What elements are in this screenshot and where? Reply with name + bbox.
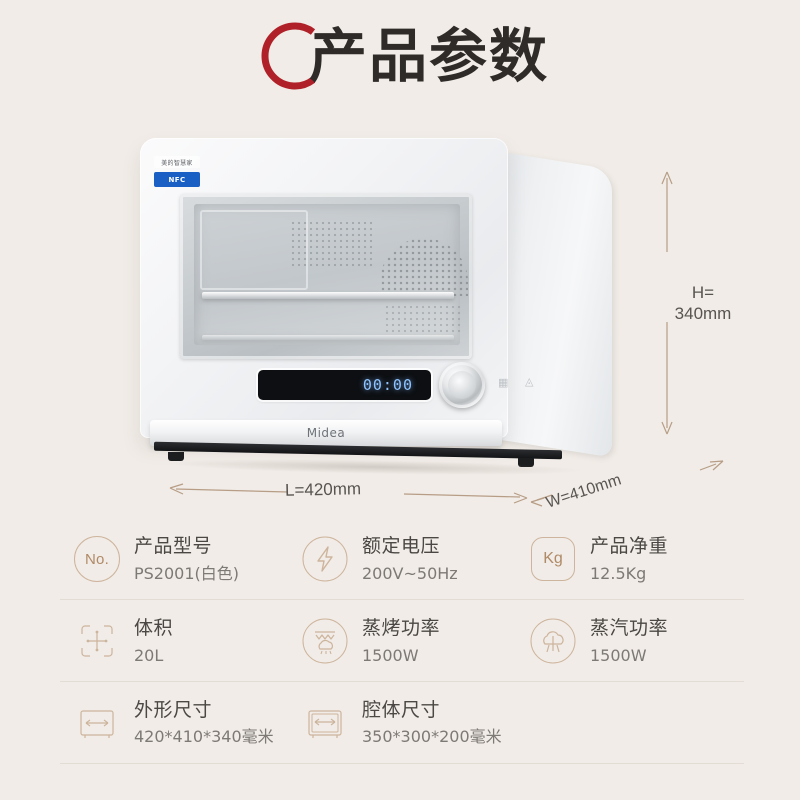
page-title-text: 产品参数 — [308, 22, 549, 90]
spec-label: 产品净重 — [590, 535, 669, 557]
oven-outer-dimension-icon — [74, 700, 120, 746]
spec-cell-voltage: 额定电压 200V~50Hz — [288, 518, 516, 599]
spec-cell-volume: 体积 20L — [60, 600, 288, 681]
spec-value: 1500W — [362, 645, 419, 665]
spec-label: 腔体尺寸 — [362, 698, 441, 721]
height-label-line2: 340mm — [674, 304, 732, 324]
oven-cavity-dimension-icon — [302, 700, 348, 746]
spec-cell-model: No. 产品型号 PS2001(白色) — [60, 518, 288, 599]
spec-cell-steam-power: 蒸汽功率 1500W — [516, 600, 744, 681]
length-dimension-label: L=420mm — [284, 479, 362, 500]
title-arc-icon — [251, 18, 327, 94]
spec-value: 20L — [134, 645, 164, 665]
height-dimension-label: H= 340mm — [655, 282, 751, 325]
water-drop-icon: ◬ — [525, 376, 534, 388]
oven-rack-shelf — [202, 292, 454, 299]
spec-label: 蒸烤功率 — [362, 616, 441, 639]
product-image: 美的智慧家 NFC 00:00 — [0, 120, 800, 520]
display-time-value: 00:00 — [362, 376, 413, 394]
oven-foot-right — [518, 458, 534, 467]
spec-label: 额定电压 — [362, 535, 441, 557]
brand-logo: Midea — [306, 426, 346, 440]
kg-weight-icon-text: Kg — [531, 537, 575, 582]
spec-cell-weight: Kg 产品净重 12.5Kg — [516, 518, 744, 599]
spec-cell-cavity-dimension: 腔体尺寸 350*300*200毫米 — [288, 682, 516, 763]
spec-value: 12.5Kg — [590, 563, 647, 583]
oven-cavity — [194, 204, 468, 345]
steam-bake-icon — [302, 618, 348, 664]
spec-value: 1500W — [590, 645, 647, 665]
oven-door-glass — [180, 194, 472, 359]
specification-table: No. 产品型号 PS2001(白色) 额定电压 200V~50Hz — [60, 518, 744, 764]
oven-foot-left — [168, 452, 184, 461]
cavity-vent-upper — [290, 220, 372, 268]
control-display: 00:00 — [258, 370, 431, 400]
spec-cell-empty — [516, 682, 744, 763]
grid-icon: ▦ — [498, 377, 509, 389]
table-row: 外形尺寸 420*410*340毫米 — [60, 682, 744, 764]
steam-cloud-icon — [530, 618, 576, 664]
no-circle-icon: No. — [74, 536, 120, 583]
oven-badges: 美的智慧家 NFC — [154, 156, 208, 187]
nfc-badge: NFC — [154, 172, 200, 187]
volume-crosshair-icon — [74, 618, 120, 664]
spec-value: 350*300*200毫米 — [362, 727, 502, 747]
oven-side-panel — [492, 150, 612, 458]
oven-rack-shelf-lower — [202, 335, 454, 340]
page-title: 产品参数 — [0, 18, 800, 94]
no-circle-icon-text: No. — [74, 536, 120, 583]
spec-value: 200V~50Hz — [362, 563, 458, 583]
spec-value: 420*410*340毫米 — [134, 727, 274, 747]
control-knob[interactable] — [439, 362, 485, 408]
height-label-line1: H= — [691, 283, 715, 302]
oven-front-body: 美的智慧家 NFC 00:00 — [140, 138, 533, 446]
spec-value: PS2001(白色) — [134, 563, 240, 583]
table-row: 体积 20L 蒸烤功率 — [60, 600, 744, 682]
cavity-vent-lower — [384, 304, 464, 334]
midea-smart-badge: 美的智慧家 — [154, 156, 200, 168]
table-row: No. 产品型号 PS2001(白色) 额定电压 200V~50Hz — [60, 518, 744, 600]
cavity-fan-vent — [380, 238, 468, 296]
spec-label: 蒸汽功率 — [590, 616, 669, 639]
oven-door-handle[interactable]: Midea — [150, 420, 502, 446]
cavity-inner-frame — [200, 210, 308, 290]
spec-label: 体积 — [134, 616, 174, 639]
lightning-bolt-icon — [302, 536, 348, 582]
spec-cell-outer-dimension: 外形尺寸 420*410*340毫米 — [60, 682, 288, 763]
spec-label: 外形尺寸 — [134, 698, 213, 721]
height-dimension: H= 340mm — [655, 160, 765, 490]
spec-label: 产品型号 — [134, 535, 213, 557]
spec-cell-bake-power: 蒸烤功率 1500W — [288, 600, 516, 681]
oven-illustration: 美的智慧家 NFC 00:00 — [140, 138, 612, 478]
kg-weight-icon: Kg — [530, 536, 576, 582]
